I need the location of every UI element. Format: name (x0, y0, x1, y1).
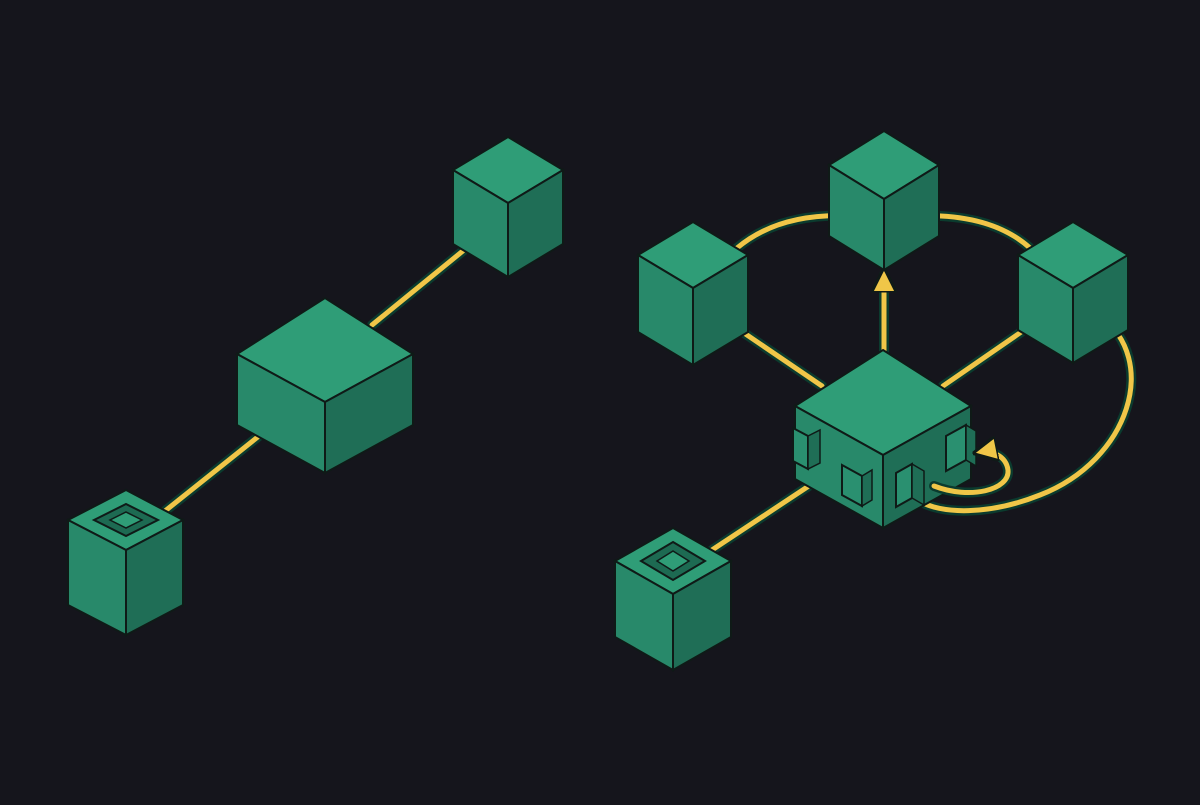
top-target-cube[interactable] (827, 129, 941, 272)
processor-cube[interactable] (235, 296, 415, 475)
hub-port-2[interactable] (841, 463, 873, 508)
hub-fanout (612, 129, 1137, 672)
source-cube[interactable] (65, 488, 186, 637)
hub-port-1[interactable] (792, 426, 821, 471)
container-opening (639, 540, 707, 582)
hub-port-3[interactable] (895, 462, 925, 509)
right-target-cube[interactable] (1016, 220, 1130, 365)
linear-pipeline (65, 135, 565, 637)
edge-processor-to-sink (367, 237, 480, 330)
edge-hub-self-loop (929, 452, 1013, 498)
edge-right-target-to-hub (913, 311, 1137, 516)
sink-cube[interactable] (451, 135, 565, 279)
left-target-cube[interactable] (636, 220, 750, 367)
hub-source-cube[interactable] (612, 526, 734, 672)
container-opening (91, 502, 161, 538)
